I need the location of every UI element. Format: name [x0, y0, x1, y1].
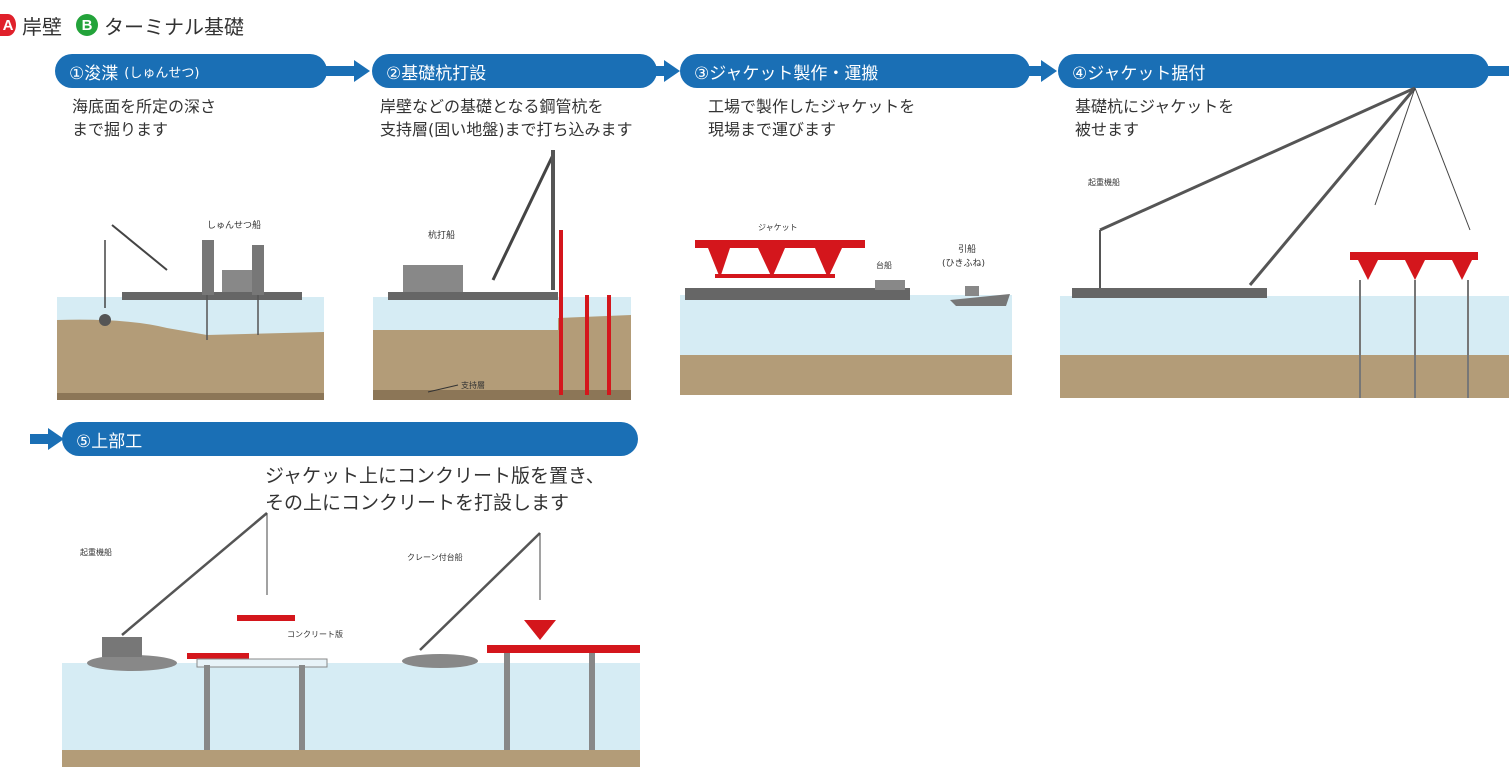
seabed [62, 750, 640, 767]
crane-vessel-label: 起重機船 [1088, 177, 1120, 187]
water [62, 663, 640, 767]
step-1-description: 海底面を所定の深さ まで掘ります [72, 97, 217, 139]
step-5-banner: ⑤上部工 [62, 422, 638, 456]
step-5-title: ⑤上部工 [76, 431, 143, 452]
pile-driver-leader [491, 154, 555, 281]
legend: A 岸壁 B ターミナル基礎 [0, 10, 244, 40]
concrete-bucket-icon [524, 620, 556, 640]
arrow-stem-4 [1487, 66, 1509, 76]
scene-jacket-transport: ジャケット 台船 引船 (ひきふね) [680, 223, 1012, 395]
seabed [57, 319, 324, 400]
jacket [695, 240, 865, 278]
crane-barge-hull [1072, 288, 1267, 298]
spud-tower [202, 240, 214, 295]
arrow-right-icon [1041, 60, 1057, 82]
grab-bucket-icon [99, 314, 111, 326]
concrete-slab [237, 615, 295, 621]
arrow-stem-3 [1028, 66, 1042, 76]
step-4-description: 基礎杭にジャケットを 被せます [1075, 97, 1235, 139]
seabed [680, 355, 1012, 395]
steel-pile [607, 295, 611, 395]
barge-hull [685, 288, 910, 300]
dredger-boom [111, 224, 168, 271]
dredger-hull [122, 292, 302, 300]
steel-pile [585, 295, 589, 395]
step-2-banner: ②基礎杭打設 [372, 54, 657, 88]
step-3-banner: ③ジャケット製作・運搬 [680, 54, 1030, 88]
badge-b: B [76, 14, 98, 36]
slab-label: コンクリート版 [287, 629, 343, 639]
step-3-title: ③ジャケット製作・運搬 [694, 63, 879, 84]
pile-driver-hull [388, 292, 558, 300]
step-1-banner: ①浚渫 (しゅんせつ) [55, 54, 327, 88]
steel-pile [559, 230, 563, 395]
crane-barge-label: クレーン付台船 [407, 552, 463, 562]
support-layer-label: 支持層 [461, 380, 485, 390]
step-4-banner: ④ジャケット据付 [1058, 54, 1489, 88]
step-2-description: 岸壁などの基礎となる鋼管杭を 支持層(固い地盤)まで打ち込みます [380, 97, 633, 139]
scene-superstructure: 起重機船 コンクリート版 クレーン付台船 [62, 512, 640, 767]
legend-a-label: 岸壁 [22, 14, 62, 39]
barge-label: 台船 [876, 260, 892, 270]
crane-boom [1099, 86, 1416, 232]
pile-driver-label: 杭打船 [428, 229, 455, 241]
crane-vessel-label: 起重機船 [80, 547, 112, 557]
step-3-description: 工場で製作したジャケットを 現場まで運びます [708, 97, 916, 139]
step-5-description: ジャケット上にコンクリート版を置き、 その上にコンクリートを打設します [265, 465, 605, 514]
jacket-label: ジャケット [758, 223, 798, 232]
arrow-stem-5 [30, 434, 52, 444]
jacket [1350, 252, 1478, 280]
arrow-stem-1 [325, 66, 355, 76]
legend-b-label: ターミナル基礎 [104, 14, 244, 39]
crane-barge-hull [402, 654, 478, 668]
arrow-right-icon [664, 60, 680, 82]
crane-vessel-hull [87, 655, 177, 671]
step-1-subtitle: (しゅんせつ) [124, 65, 200, 81]
tugboat [950, 294, 1010, 306]
scene-dredging: しゅんせつ船 [57, 219, 324, 400]
tug-reading-label: (ひきふね) [942, 258, 985, 269]
support-layer [373, 390, 631, 400]
arrow-right-icon [354, 60, 370, 82]
step-2-title: ②基礎杭打設 [386, 63, 487, 84]
seabed [1060, 355, 1509, 398]
scene-pile-driving: 杭打船 支持層 [373, 150, 631, 400]
tug-label: 引船 [958, 243, 976, 255]
step-1-title: ①浚渫 [69, 63, 119, 84]
step-4-title: ④ジャケット据付 [1072, 63, 1206, 84]
seabed [373, 315, 631, 400]
dredger-label: しゅんせつ船 [207, 219, 261, 231]
scene-jacket-installation: 起重機船 [1060, 86, 1509, 398]
arrow-stem-2 [655, 66, 665, 76]
badge-a: A [0, 14, 16, 36]
dredger-cabin [222, 270, 252, 292]
crane-boom [121, 512, 268, 636]
arrow-right-icon [48, 428, 64, 450]
